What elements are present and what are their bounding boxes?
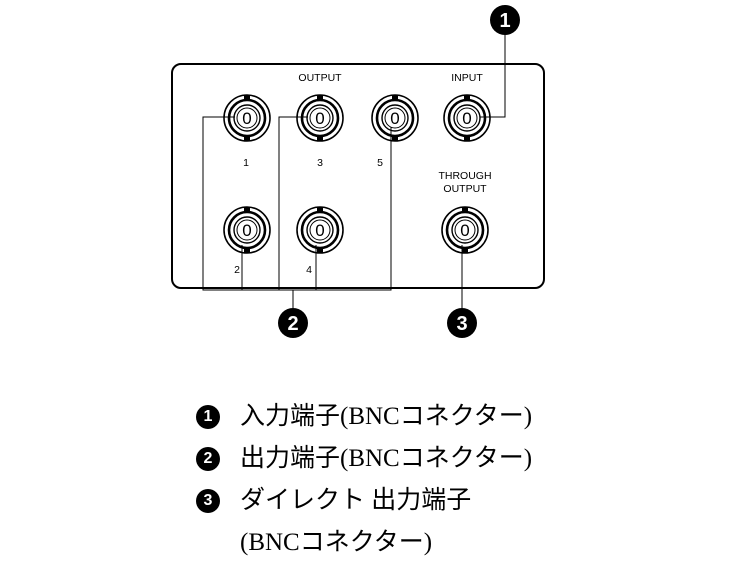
callout-number-2: 2 [287, 313, 298, 335]
legend-row-direct-output: 3 ダイレクト 出力端子 [196, 480, 736, 522]
callout-badge-2: 2 [278, 308, 308, 338]
legend-row-input: 1 入力端子(BNCコネクター) [196, 396, 736, 438]
legend-text-output: 出力端子(BNCコネクター) [240, 445, 533, 472]
callout-number-3: 3 [456, 313, 467, 335]
connector-glyph: 0 [390, 109, 399, 128]
bnc-output-1: 0 [222, 93, 272, 143]
connector-glyph: 0 [315, 109, 324, 128]
bnc-output-3: 0 [295, 93, 345, 143]
input-label: INPUT [451, 72, 483, 84]
connector-glyph: 0 [462, 109, 471, 128]
legend-text-direct-output-cont: (BNCコネクター) [240, 529, 433, 556]
legend-row-direct-output-cont: (BNCコネクター) [196, 522, 736, 564]
output-number-3: 3 [317, 157, 323, 169]
legend-text-direct-output: ダイレクト 出力端子 [240, 487, 472, 514]
output-label: OUTPUT [298, 72, 342, 84]
legend-badge-3: 3 [196, 489, 220, 513]
input-leader-line [480, 34, 506, 118]
legend: 1 入力端子(BNCコネクター) 2 出力端子(BNCコネクター) 3 ダイレク… [196, 396, 736, 564]
bnc-through-output: 0 [440, 205, 490, 255]
connector-glyph: 0 [460, 221, 469, 240]
output-number-2: 2 [234, 264, 240, 276]
legend-text-input: 入力端子(BNCコネクター) [240, 403, 533, 430]
connector-glyph: 0 [242, 109, 251, 128]
output-number-5: 5 [377, 157, 383, 169]
bnc-output-2: 0 [222, 205, 272, 255]
connector-glyph: 0 [242, 221, 251, 240]
legend-badge-2: 2 [196, 447, 220, 471]
callout-number-1: 1 [499, 10, 510, 32]
connector-glyph: 0 [315, 221, 324, 240]
output-leader-lines [202, 116, 392, 308]
bnc-input: 0 [442, 93, 492, 143]
callout-badge-1: 1 [490, 5, 520, 35]
callout-badge-3: 3 [447, 308, 477, 338]
through-output-label-line2: OUTPUT [443, 183, 487, 195]
connector-panel-diagram: OUTPUT INPUT THROUGH OUTPUT 0 0 0 0 0 0 … [171, 5, 545, 338]
bnc-output-5: 0 [370, 93, 420, 143]
output-number-4: 4 [306, 264, 312, 276]
output-number-1: 1 [243, 157, 249, 169]
bnc-output-4: 0 [295, 205, 345, 255]
through-output-label-line1: THROUGH [438, 170, 491, 182]
legend-badge-1: 1 [196, 405, 220, 429]
legend-row-output: 2 出力端子(BNCコネクター) [196, 438, 736, 480]
